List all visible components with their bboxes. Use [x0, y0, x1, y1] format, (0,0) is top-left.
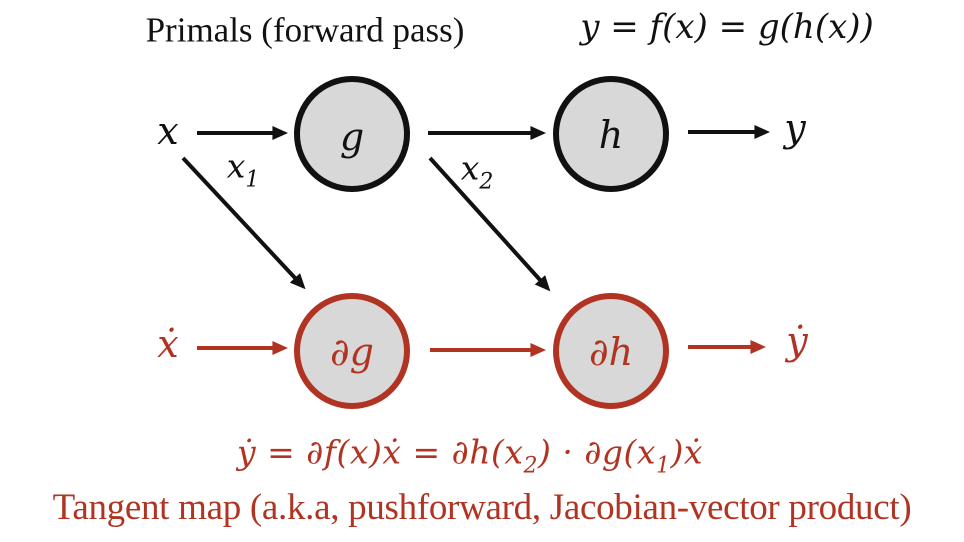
node-dg-circle [294, 293, 410, 409]
output-y-label: y [784, 106, 806, 150]
primal-title: Primals (forward pass) [145, 10, 465, 50]
formula-part-2: ) · ∂g(x [537, 432, 656, 472]
formula-sub-2: 2 [523, 453, 538, 479]
edge-x2-base: x [460, 148, 480, 188]
edge-x1-base: x [226, 146, 246, 186]
node-dh-label: ∂h [588, 330, 634, 374]
node-g-label: g [339, 115, 365, 159]
edge-x2-sub: 2 [479, 169, 494, 195]
node-g-circle [294, 76, 410, 192]
tangent-map-caption: Tangent map (a.k.a, pushforward, Jacobia… [52, 487, 912, 528]
arrow-x2-to-dh-diagonal [428, 156, 551, 292]
node-dg-label: ∂g [330, 330, 374, 374]
formula-part-1: ẏ = ∂f(x)ẋ = ∂h(x [237, 432, 524, 472]
formula-sub-1: 1 [656, 453, 671, 479]
output-ydot-label: ẏ [786, 319, 808, 363]
node-dh-circle [553, 293, 669, 409]
input-xdot-label: ẋ [157, 322, 179, 366]
formula-part-3: )ẋ [670, 432, 703, 472]
node-h-circle [553, 76, 669, 192]
edge-x1-label: x1 [226, 146, 260, 192]
composition-equation: y = f(x) = g(h(x)) [580, 7, 874, 47]
node-h-label: h [598, 113, 624, 157]
input-x-label: x [157, 109, 179, 153]
tangent-formula: ẏ = ∂f(x)ẋ = ∂h(x2) · ∂g(x1)ẋ [237, 432, 703, 478]
edge-x1-sub: 1 [245, 167, 260, 193]
edge-x2-label: x2 [460, 148, 494, 194]
arrow-x1-to-dg-diagonal [181, 156, 306, 290]
